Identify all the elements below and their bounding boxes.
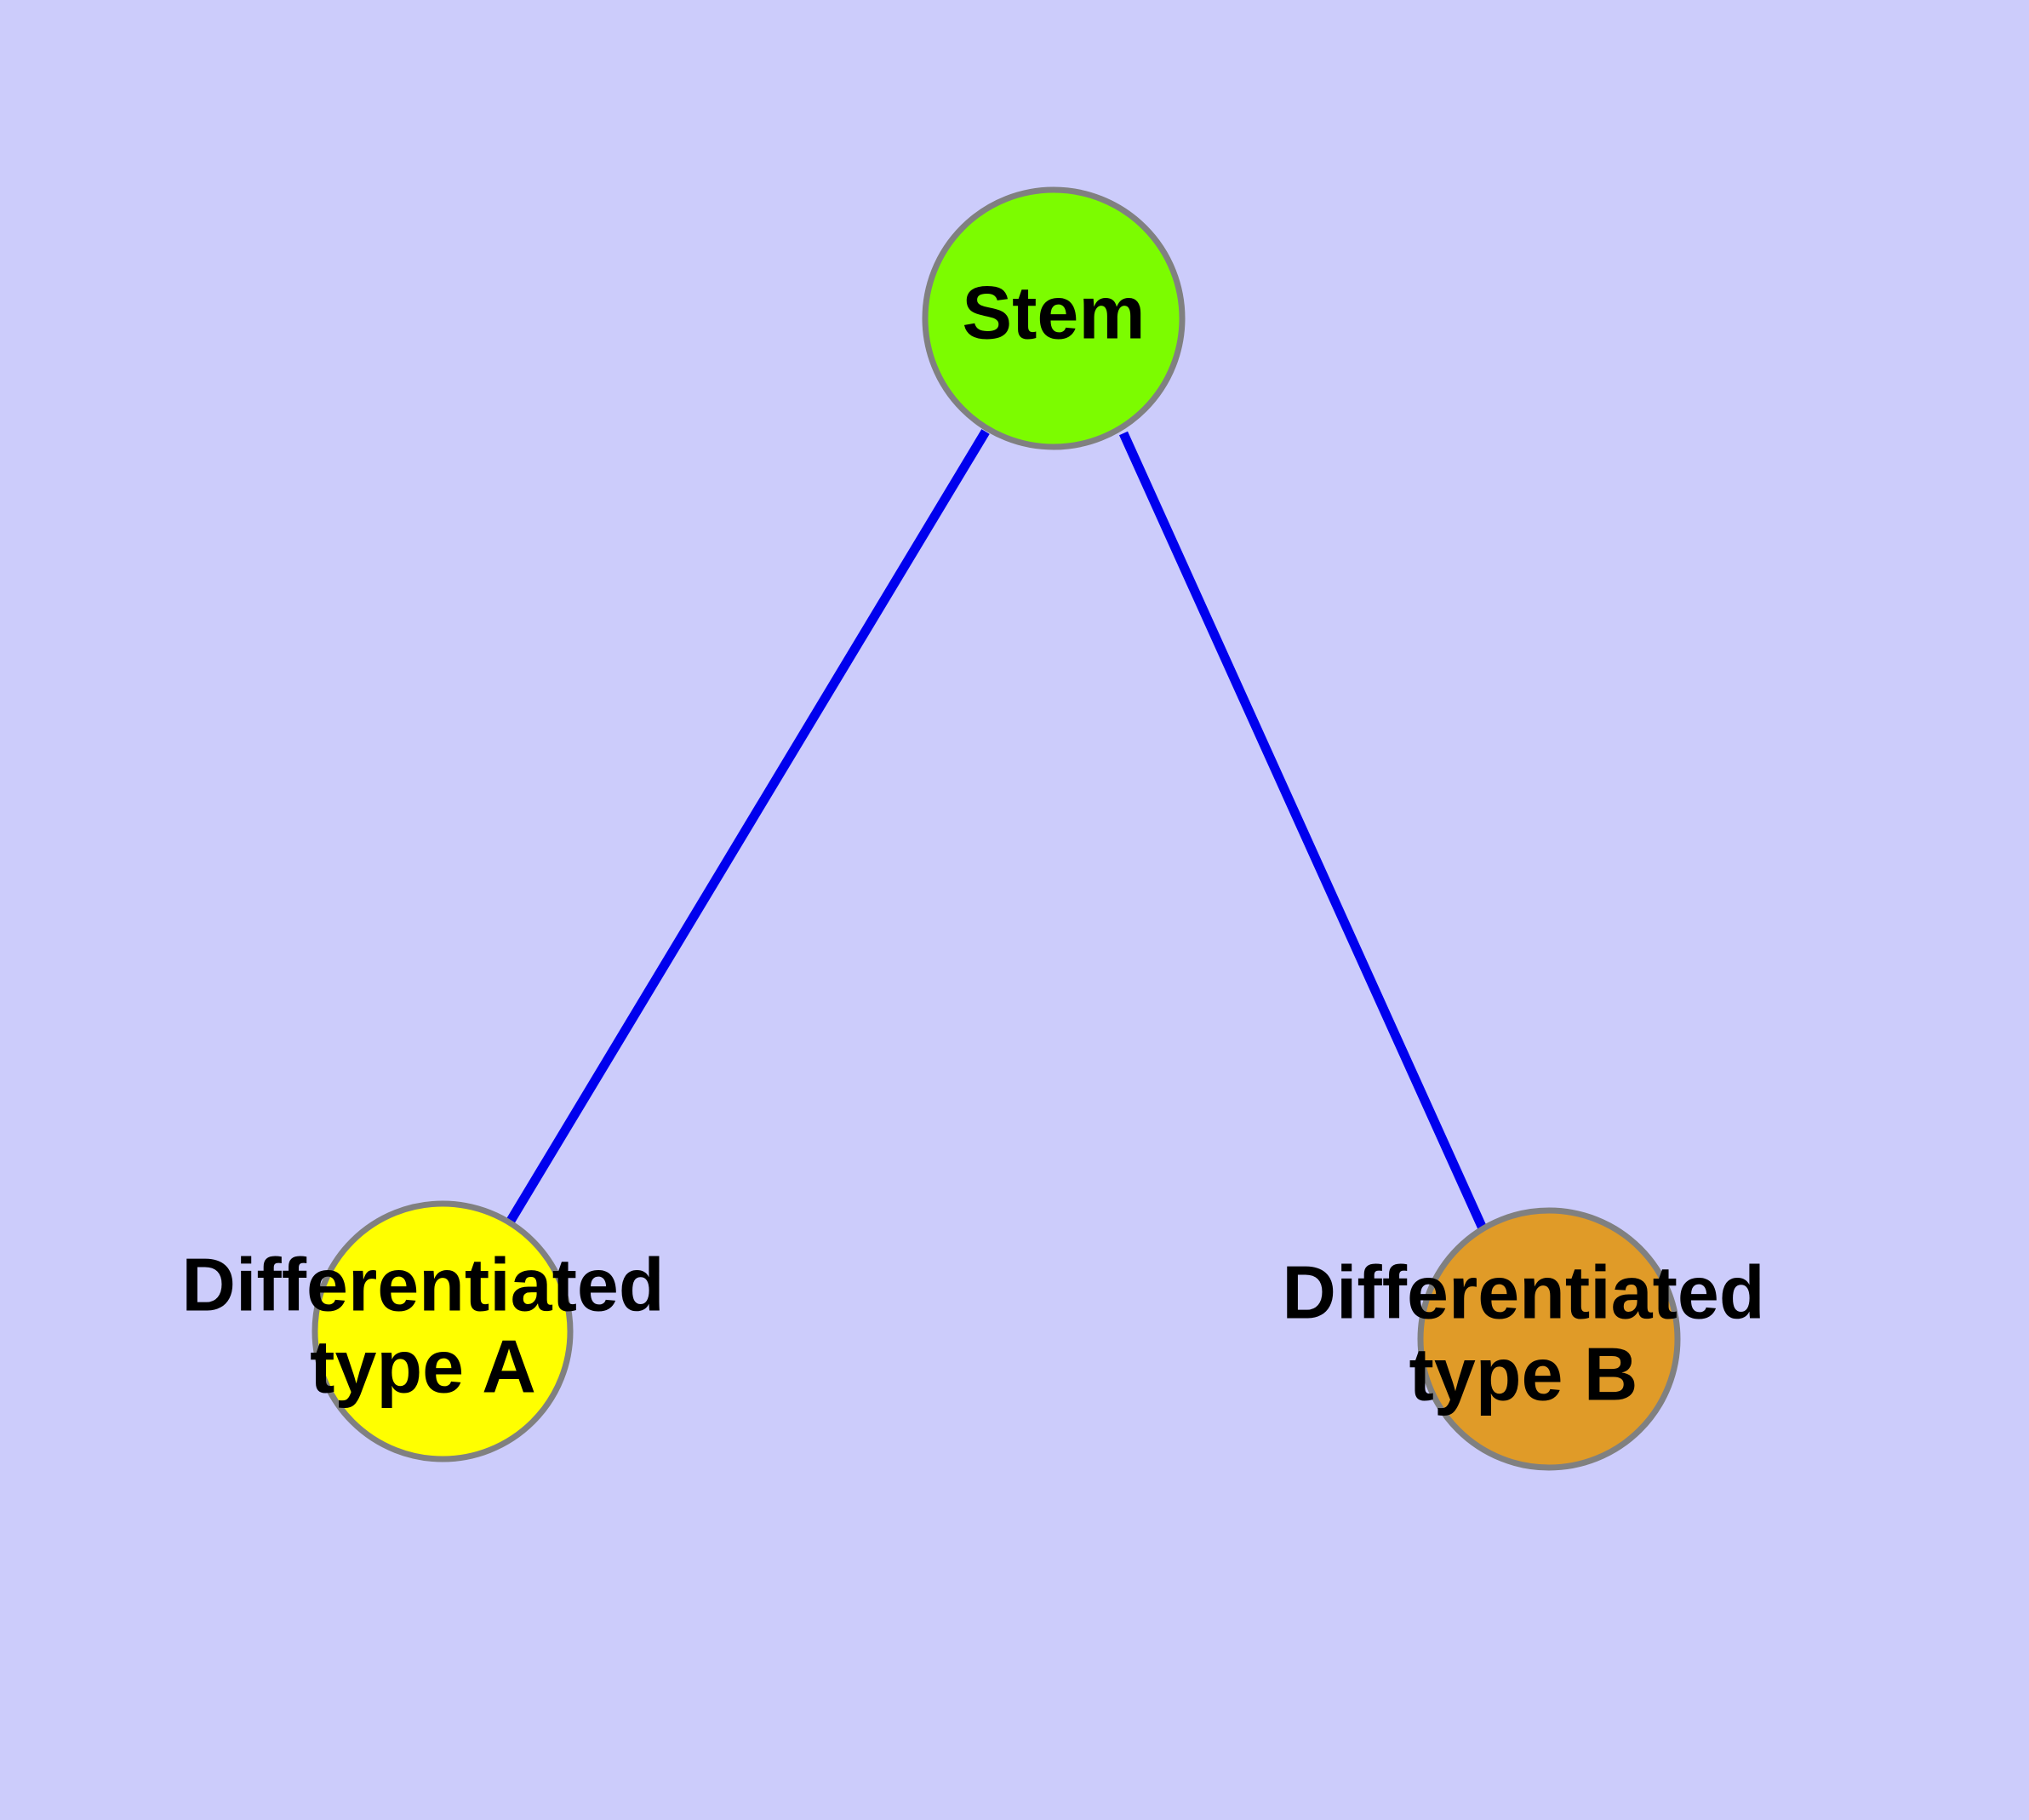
node-stem[interactable] (922, 186, 1186, 450)
node-label-line: type A (310, 1324, 536, 1408)
node-label-stem: Stem (962, 270, 1145, 354)
node-label-line: Differentiated (181, 1242, 664, 1326)
nodes-layer (311, 186, 1681, 1471)
edges-layer (506, 429, 1488, 1231)
node-label-line: type B (1409, 1331, 1638, 1416)
node-label-line: Stem (962, 270, 1145, 354)
node-diff-b[interactable] (1417, 1207, 1681, 1471)
edge-stem-to-diff-a (506, 429, 990, 1223)
node-label-line: Differentiated (1282, 1250, 1764, 1334)
node-diff-a[interactable] (311, 1200, 574, 1462)
edge-stem-to-diff-b (1118, 431, 1488, 1231)
